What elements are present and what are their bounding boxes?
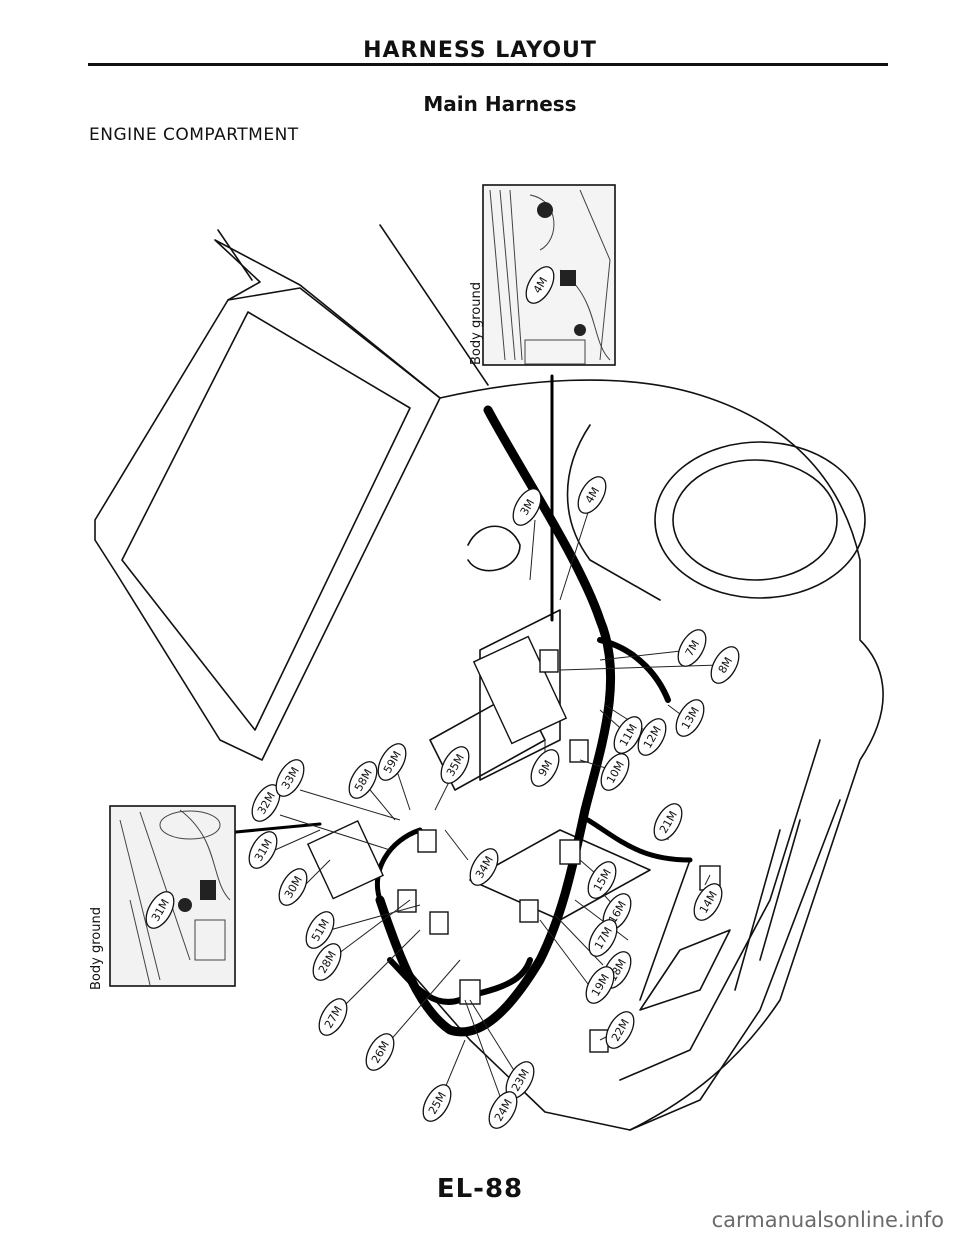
- callout-9M: 9M: [530, 749, 560, 787]
- harness-branch: [374, 827, 423, 903]
- callout-15M: 15M: [587, 861, 617, 899]
- callout-14M: 14M: [693, 883, 723, 921]
- connector: [589, 1029, 609, 1053]
- callout-59M: 59M: [377, 743, 407, 781]
- callout-19M: 19M: [585, 966, 615, 1004]
- relay-box: [479, 609, 561, 781]
- connector: [539, 649, 559, 673]
- grille-plate: [639, 929, 731, 1011]
- callout-33M: 33M: [275, 759, 305, 797]
- connector: [397, 889, 417, 913]
- watermark: carmanualsonline.info: [711, 1208, 944, 1232]
- connector: [519, 899, 539, 923]
- hood-stay: [227, 287, 441, 399]
- callout-31M: 31M: [248, 831, 278, 869]
- headlight-inner: [672, 459, 838, 581]
- callout-26M: 26M: [365, 1033, 395, 1071]
- fuse-block: [472, 635, 568, 745]
- top-inset-ground-label: Body ground: [469, 282, 484, 365]
- strut-tower: [467, 525, 521, 572]
- bottom-inset-ground-label: Body ground: [89, 907, 104, 990]
- main-harness-cable: [375, 405, 616, 1037]
- page-number: EL-88: [436, 1174, 524, 1204]
- callout-24M: 24M: [488, 1091, 518, 1129]
- headlight-housing: [566, 424, 661, 601]
- callout-8M: 8M: [710, 646, 740, 684]
- ground-wire-bottom: [234, 822, 322, 834]
- hood-outline: [94, 239, 441, 761]
- headlight-outer: [654, 441, 866, 599]
- connector: [569, 739, 589, 763]
- callout-32M: 32M: [251, 784, 281, 822]
- grille-slat: [639, 859, 691, 1001]
- connector: [429, 911, 449, 935]
- connector-block: [306, 820, 384, 900]
- callout-12M: 12M: [637, 718, 667, 756]
- callout-22M: 22M: [605, 1011, 635, 1049]
- harness-branch: [585, 817, 693, 863]
- section-label: ENGINE COMPARTMENT: [89, 125, 299, 145]
- connector: [459, 979, 481, 1005]
- diagram-subtitle: Main Harness: [423, 92, 577, 116]
- header-rule: [88, 63, 888, 66]
- callout-34M: 34M: [469, 848, 499, 886]
- fender-line: [379, 224, 489, 386]
- callout-10M: 10M: [600, 753, 630, 791]
- bumper-edge: [619, 739, 821, 1081]
- callout-27M: 27M: [318, 998, 348, 1036]
- callout-3M: 3M: [512, 488, 542, 526]
- callout-13M: 13M: [675, 699, 705, 737]
- callout-35M: 35M: [440, 746, 470, 784]
- callout-17M: 17M: [588, 919, 618, 957]
- bumper-lower: [629, 799, 841, 1131]
- hood-inner-outline: [121, 311, 411, 731]
- body-outline: [399, 379, 884, 1131]
- a-pillar: [217, 229, 253, 281]
- callout-7M: 7M: [677, 629, 707, 667]
- page-header-title: HARNESS LAYOUT: [363, 38, 597, 63]
- callout-25M: 25M: [422, 1084, 452, 1122]
- grille-slat: [734, 829, 781, 991]
- callout-31M-inset: 31M: [145, 891, 175, 929]
- callout-58M: 58M: [348, 761, 378, 799]
- callout-4M-inset: 4M: [525, 266, 555, 304]
- callout-21M: 21M: [653, 803, 683, 841]
- connector: [417, 829, 437, 853]
- callout-4M: 4M: [577, 476, 607, 514]
- harness-branch: [597, 637, 671, 703]
- top-inset-photo: [482, 184, 616, 366]
- callout-28M: 28M: [312, 943, 342, 981]
- callout-30M: 30M: [278, 868, 308, 906]
- grille-slat: [759, 819, 801, 961]
- callout-51M: 51M: [305, 911, 335, 949]
- connector: [559, 839, 581, 865]
- callout-11M: 11M: [613, 716, 643, 754]
